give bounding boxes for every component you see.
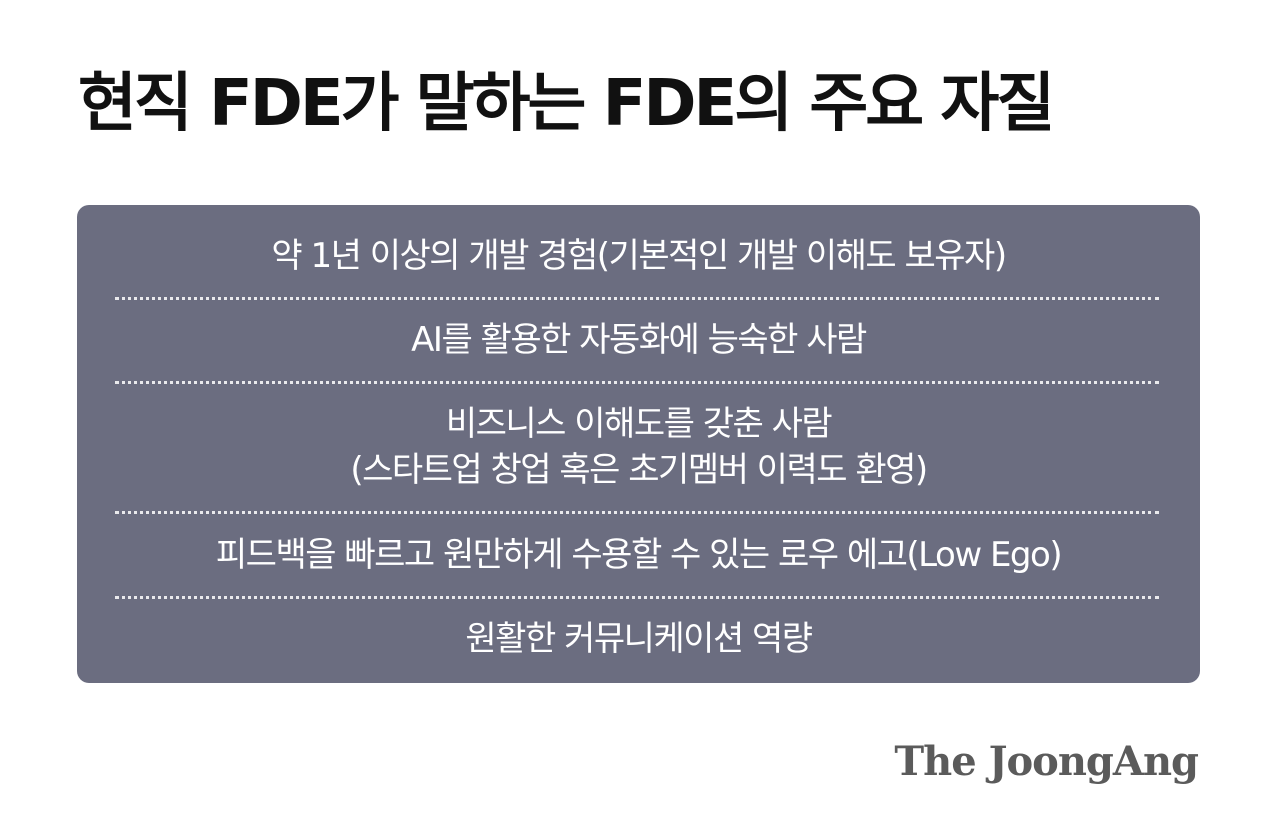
quality-item-3-line1: 비즈니스 이해도를 갖춘 사람 bbox=[445, 404, 833, 444]
divider bbox=[115, 297, 1159, 300]
quality-item-2: AI를 활용한 자동화에 능숙한 사람 bbox=[411, 320, 867, 360]
divider bbox=[115, 596, 1159, 599]
quality-item-1: 약 1년 이상의 개발 경험(기본적인 개발 이해도 보유자) bbox=[271, 236, 1007, 276]
page-title: 현직 FDE가 말하는 FDE의 주요 자질 bbox=[78, 67, 1055, 141]
quality-item-5: 원활한 커뮤니케이션 역량 bbox=[465, 619, 813, 659]
quality-item-3-line2: (스타트업 창업 혹은 초기멤버 이력도 환영) bbox=[350, 450, 928, 490]
joongang-logo: The JoongAng bbox=[894, 738, 1199, 785]
divider bbox=[115, 511, 1159, 514]
qualities-card: 약 1년 이상의 개발 경험(기본적인 개발 이해도 보유자) AI를 활용한 … bbox=[77, 205, 1200, 683]
quality-item-4: 피드백을 빠르고 원만하게 수용할 수 있는 로우 에고(Low Ego) bbox=[215, 535, 1063, 575]
divider bbox=[115, 381, 1159, 384]
